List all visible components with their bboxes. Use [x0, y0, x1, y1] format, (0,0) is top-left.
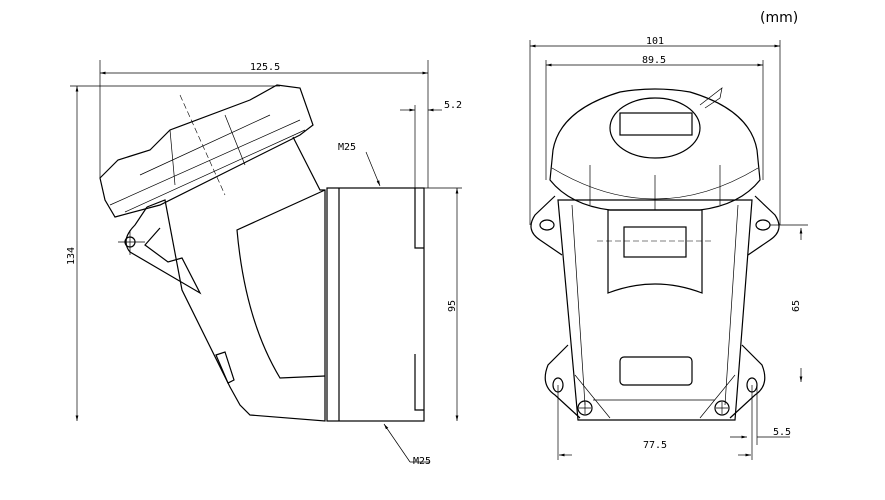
- screw-icon: [577, 400, 593, 416]
- flange-thickness-label: 5.2: [444, 100, 462, 111]
- thread-bottom-label: M25: [413, 456, 431, 467]
- screw-icon: [714, 400, 730, 416]
- bottom-window: [619, 356, 693, 386]
- mount-hole: [539, 219, 555, 231]
- cover-width-label: 89.5: [642, 55, 666, 66]
- thread-top-label: M25: [338, 142, 356, 153]
- side-width-label: 125.5: [250, 62, 280, 73]
- cover-outline: [99, 84, 314, 218]
- front-view: 101 89.5 65 77.5: [529, 36, 808, 460]
- vertical-spacing-label: 65: [791, 300, 802, 312]
- side-height-label: 134: [66, 247, 77, 265]
- bottom-flanges: [544, 344, 766, 419]
- horizontal-spacing-label: 77.5: [643, 440, 667, 451]
- cover-window: [619, 112, 693, 136]
- box-height-label: 95: [447, 300, 458, 312]
- hole-diameter-label: 5.5: [773, 427, 791, 438]
- mounting-box: [326, 187, 425, 422]
- cover-outline-front: [549, 88, 761, 211]
- cover-oval: [609, 97, 701, 159]
- units-label: (mm): [760, 10, 798, 26]
- overall-width-label: 101: [646, 36, 664, 47]
- side-view: 125.5 134 5.2 95 M25 M25: [66, 60, 462, 467]
- mount-hole: [755, 219, 771, 231]
- socket-body: [557, 199, 753, 421]
- body-outline: [146, 136, 326, 422]
- top-flanges: [530, 195, 780, 256]
